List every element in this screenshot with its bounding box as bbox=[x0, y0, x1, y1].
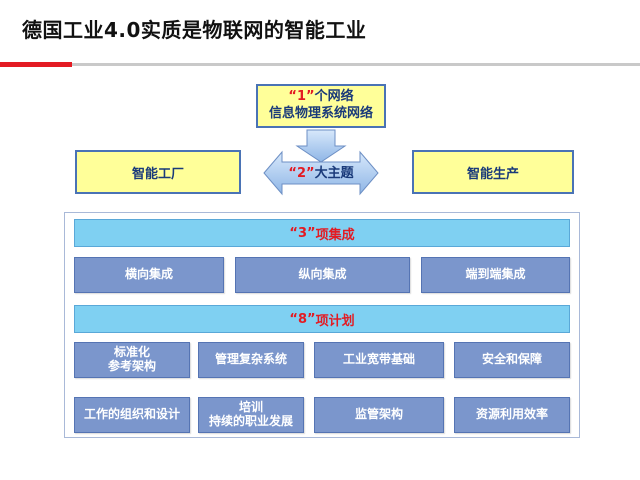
plan-band: “8”项计划 bbox=[74, 305, 570, 333]
themes-text: 大主题 bbox=[314, 166, 354, 181]
plan-item-line1: 监管架构 bbox=[354, 407, 403, 422]
plan-item: 管理复杂系统 bbox=[198, 342, 304, 378]
plan-item-line1: 安全和保障 bbox=[481, 352, 542, 367]
smart-factory-box: 智能工厂 bbox=[75, 150, 241, 194]
plan-item: 工业宽带基础 bbox=[314, 342, 444, 378]
plan-item-line1: 管理复杂系统 bbox=[214, 352, 287, 367]
plan-number: “8” bbox=[289, 311, 316, 327]
title-rule bbox=[72, 63, 640, 66]
plan-text: 项计划 bbox=[315, 313, 355, 329]
integration-number: “3” bbox=[289, 225, 316, 241]
themes-label: “2”大主题 bbox=[265, 162, 377, 182]
integration-item: 横向集成 bbox=[74, 257, 224, 293]
network-box-line1: “1”个网络 bbox=[288, 89, 353, 106]
integration-text: 项集成 bbox=[315, 227, 355, 243]
plan-item-line1: 资源利用效率 bbox=[475, 407, 548, 422]
plan-item: 工作的组织和设计 bbox=[74, 397, 190, 433]
page-title: 德国工业4.0实质是物联网的智能工业 bbox=[22, 18, 367, 42]
plan-item: 监管架构 bbox=[314, 397, 444, 433]
integration-item: 端到端集成 bbox=[421, 257, 570, 293]
network-label: 个网络 bbox=[314, 89, 354, 105]
integration-band: “3”项集成 bbox=[74, 219, 570, 247]
network-box-line2: 信息物理系统网络 bbox=[268, 106, 373, 121]
integration-item: 纵向集成 bbox=[235, 257, 410, 293]
plan-item: 培训 持续的职业发展 bbox=[198, 397, 304, 433]
plan-item-line1: 培训 bbox=[238, 400, 263, 415]
themes-number: “2” bbox=[288, 166, 315, 181]
network-number: “1” bbox=[288, 89, 315, 105]
smart-production-box: 智能生产 bbox=[412, 150, 574, 194]
four-way-arrow-icon bbox=[263, 129, 379, 196]
plan-item: 标准化 参考架构 bbox=[74, 342, 190, 378]
plan-item-line1: 工作的组织和设计 bbox=[83, 407, 180, 422]
plan-item-line1: 工业宽带基础 bbox=[342, 352, 415, 367]
plan-item-line1: 标准化 bbox=[113, 345, 150, 360]
title-rule-accent bbox=[0, 62, 72, 67]
plan-item: 安全和保障 bbox=[454, 342, 570, 378]
plan-item-line2: 参考架构 bbox=[107, 359, 156, 373]
plan-item: 资源利用效率 bbox=[454, 397, 570, 433]
plan-item-line2: 持续的职业发展 bbox=[208, 414, 293, 428]
network-box: “1”个网络 信息物理系统网络 bbox=[256, 84, 386, 128]
